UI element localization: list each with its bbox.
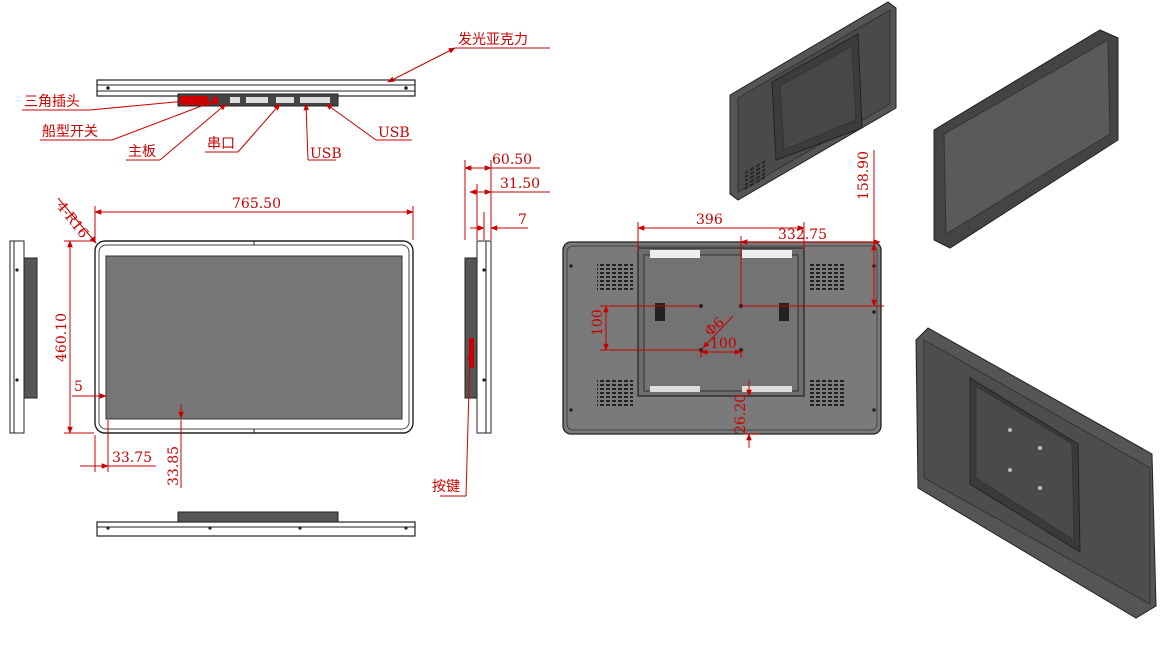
label-acrylic: 发光亚克力 bbox=[458, 32, 528, 48]
dim-rear-offset: 332.75 bbox=[778, 227, 827, 243]
label-serial-port: 串口 bbox=[207, 136, 235, 152]
iso-front-screen bbox=[943, 39, 1111, 235]
label-rocker-switch: 船型开关 bbox=[42, 124, 98, 140]
label-mainboard: 主板 bbox=[128, 144, 156, 160]
label-power-plug: 三角插头 bbox=[24, 94, 80, 110]
power-plug-part bbox=[180, 96, 208, 105]
dim-overall-height: 460.10 bbox=[54, 313, 70, 362]
side-dimensions: 60.50 31.50 7 按键 bbox=[432, 152, 550, 497]
top-view-callouts: 发光亚克力 三角插头 船型开关 主板 串口 USB USB bbox=[22, 32, 550, 162]
front-screen bbox=[105, 255, 403, 420]
label-keys: 按键 bbox=[432, 479, 460, 495]
dim-vesa-h: 100 bbox=[590, 309, 606, 336]
label-usb-b: USB bbox=[378, 125, 410, 141]
dim-rear-bottom: 26.20 bbox=[733, 394, 749, 434]
iso-front-view bbox=[933, 29, 1119, 249]
iso-rear-angled-view bbox=[915, 327, 1157, 619]
dim-vesa-w: 100 bbox=[710, 336, 737, 352]
dim-bottom-offset-x: 33.75 bbox=[112, 450, 152, 466]
dim-depth-total: 60.50 bbox=[492, 152, 532, 168]
bottom-view bbox=[96, 511, 416, 537]
dim-depth-mid: 31.50 bbox=[500, 176, 540, 192]
top-view bbox=[96, 79, 416, 107]
label-usb-a: USB bbox=[310, 146, 342, 162]
dim-bottom-offset-y: 33.85 bbox=[166, 446, 182, 486]
front-view bbox=[94, 240, 414, 434]
dim-depth-front: 7 bbox=[518, 212, 527, 228]
iso-rear-view bbox=[729, 1, 897, 201]
left-side-view bbox=[9, 240, 38, 434]
rear-view bbox=[562, 241, 882, 435]
dim-overall-width: 765.50 bbox=[232, 196, 281, 212]
rear-view-dimensions: 396 332.75 158.90 100 100 Φ6 26.20 bbox=[590, 150, 884, 448]
dim-bezel-side: 5 bbox=[74, 379, 83, 395]
dim-rear-top: 158.90 bbox=[856, 151, 872, 200]
dim-corner-radius: 4-R16 bbox=[53, 199, 92, 242]
dim-rear-span: 396 bbox=[696, 212, 723, 228]
